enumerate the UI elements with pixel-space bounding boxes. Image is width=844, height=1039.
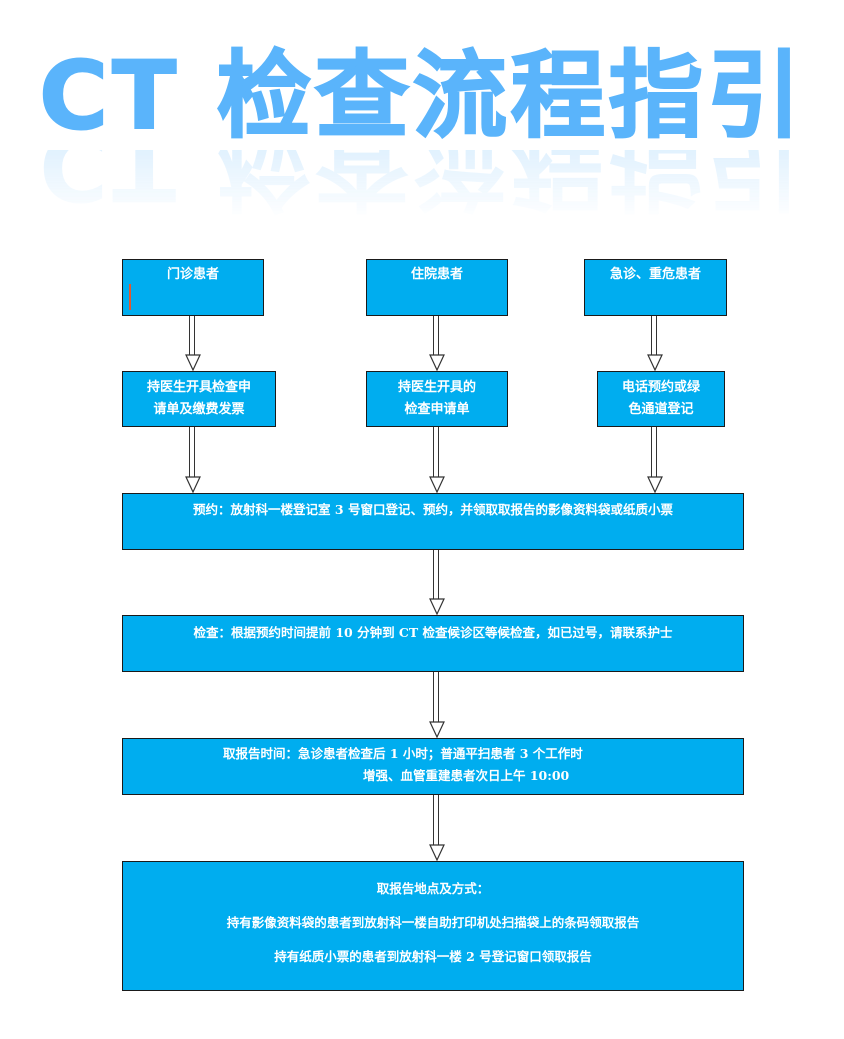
arrow-down-icon [647,316,663,371]
step-report-time: 取报告时间：急诊患者检查后 1 小时；普通平扫患者 3 个工作时 增强、血管重建… [122,738,744,795]
title-banner: CT 检查流程指引 CT 检查流程指引 [0,0,844,230]
node-line: 色通道登记 [628,402,694,417]
report-place-heading: 取报告地点及方式： [376,881,490,896]
node-line: 持医生开具的 [397,380,476,395]
report-place-line-1: 持有影像资料袋的患者到放射科一楼自助打印机处扫描袋上的条码领取报告 [226,915,640,930]
page-title: CT 检查流程指引 [38,41,805,152]
arrow-down-icon [429,316,445,371]
step-report-place: 取报告地点及方式： 持有影像资料袋的患者到放射科一楼自助打印机处扫描袋上的条码领… [122,861,744,991]
arrow-down-icon [429,672,445,738]
node-emergency-booking: 电话预约或绿 色通道登记 [597,371,725,427]
node-line: 持医生开具检查申 [146,380,251,395]
node-inpatient-request: 持医生开具的 检查申请单 [366,371,508,427]
node-outpatient-request: 持医生开具检查申 请单及缴费发票 [122,371,276,427]
node-line: 请单及缴费发票 [153,402,245,417]
arrow-down-icon [185,427,201,493]
node-inpatient: 住院患者 [366,259,508,316]
title-reflection: CT 检查流程指引 [39,150,805,220]
node-line: 检查申请单 [404,402,470,417]
arrow-down-icon [429,427,445,493]
node-label: 门诊患者 [166,267,219,282]
arrow-down-icon [429,550,445,615]
node-outpatient: 门诊患者 [122,259,264,316]
report-time-line-2: 增强、血管重建患者次日上午 10:00 [363,768,570,783]
text-cursor-marker [129,284,131,310]
arrow-down-icon [185,316,201,371]
node-label: 急诊、重危患者 [609,267,701,282]
node-label: 住院患者 [410,267,463,282]
arrow-down-icon [429,795,445,861]
step-text: 检查：根据预约时间提前 10 分钟到 CT 检查候诊区等候检查，如已过号，请联系… [193,625,673,640]
arrow-down-icon [647,427,663,493]
step-text: 预约：放射科一楼登记室 3 号窗口登记、预约，并领取取报告的影像资料袋或纸质小票 [193,502,673,517]
node-line: 电话预约或绿 [621,380,700,395]
report-time-line-1: 取报告时间：急诊患者检查后 1 小时；普通平扫患者 3 个工作时 [223,746,583,761]
node-emergency: 急诊、重危患者 [584,259,727,316]
report-place-line-2: 持有纸质小票的患者到放射科一楼 2 号登记窗口领取报告 [274,949,592,964]
step-exam: 检查：根据预约时间提前 10 分钟到 CT 检查候诊区等候检查，如已过号，请联系… [122,615,744,672]
step-booking: 预约：放射科一楼登记室 3 号窗口登记、预约，并领取取报告的影像资料袋或纸质小票 [122,493,744,550]
